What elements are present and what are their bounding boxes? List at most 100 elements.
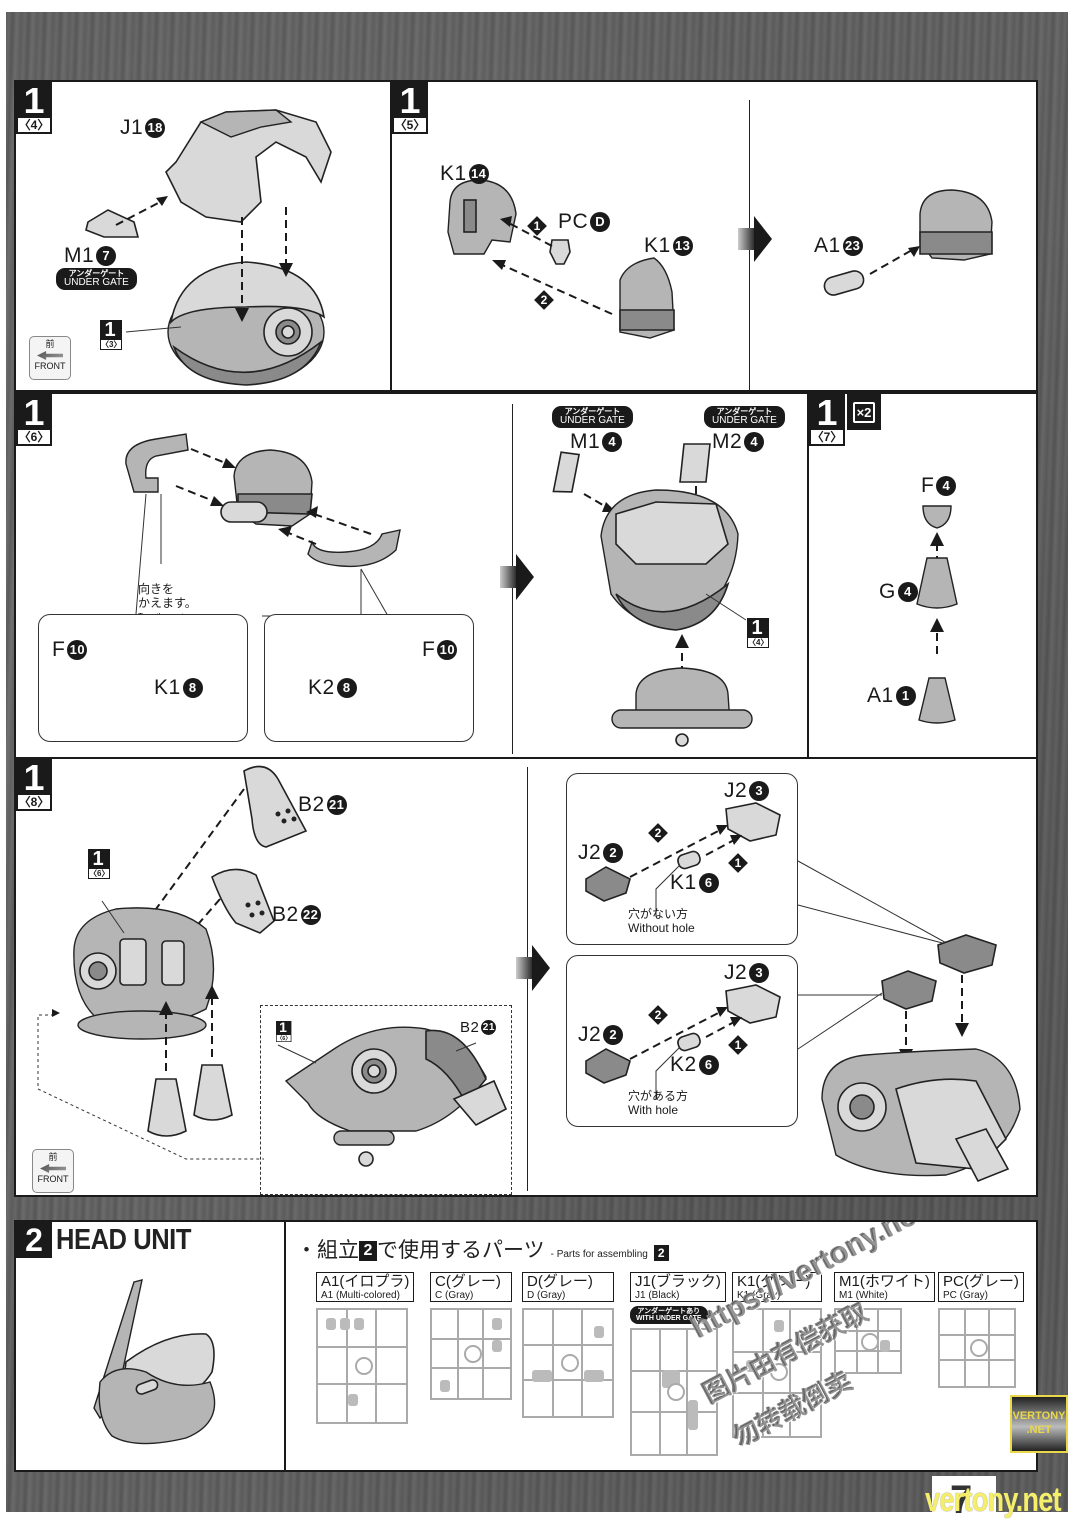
front-direction-icon: 前 FRONT [32, 1149, 74, 1193]
section-title: 2 HEAD UNIT [16, 1222, 209, 1258]
step-badge: 1 〈5〉 [392, 82, 428, 134]
callout-k1-8 [38, 614, 248, 742]
step-badge: 1 〈4〉 [16, 82, 52, 134]
step-badge: 1 〈8〉 [16, 759, 52, 811]
part-b2-21-shape [243, 765, 308, 848]
next-step-arrow [516, 945, 552, 991]
part-m1-7-shape [85, 209, 140, 238]
part-a1-1-shape [918, 677, 956, 724]
note-without-hole: 穴がない方 Without hole [628, 907, 695, 935]
order-marker-2: 2 [534, 290, 554, 310]
thruster-right-shape [193, 1064, 233, 1121]
step-divider [527, 767, 528, 1191]
assembly-illustration [447, 179, 993, 339]
hose-right-shape [307, 529, 401, 568]
runner-a1-sprue [316, 1308, 408, 1424]
runner-c: C(グレー)C (Gray) [430, 1272, 512, 1400]
page-number: 7 [950, 1478, 973, 1522]
quantity-multiplier: ×2 [847, 394, 881, 430]
runner-c-sprue [430, 1308, 512, 1400]
inset-detail-box [260, 1005, 512, 1195]
result-block-left-shape [881, 970, 937, 1010]
part-b2-22-shape [211, 868, 275, 934]
part-j2-3-shape [725, 802, 781, 842]
next-step-arrow [500, 554, 536, 600]
step-badge: 1 〈6〉 [16, 394, 52, 446]
inset-reference-badge-1-6: 1 〈6〉 [276, 1020, 292, 1042]
part-g-4-shape [916, 557, 958, 609]
order-marker-1: 1 [728, 853, 748, 873]
vertony-logo: VERTONY .NET [1010, 1395, 1068, 1453]
step-panel-1-6: 1 〈6〉 向きを かえます。 T [14, 392, 809, 759]
runner-a1: A1(イロプラ)A1 (Multi-colored) [316, 1272, 415, 1424]
runner-pc-sprue [938, 1308, 1016, 1388]
assembly-illustration [916, 505, 958, 724]
runner-j1-sprue [630, 1328, 718, 1456]
note-with-hole: 穴がある方 With hole [628, 1089, 689, 1117]
thruster-left-shape [147, 1078, 187, 1137]
order-marker-2: 2 [648, 823, 668, 843]
runner-pc: PC(グレー)PC (Gray) [938, 1272, 1024, 1388]
next-step-arrow [738, 216, 774, 262]
reference-badge-1-3: 1 〈3〉 [100, 319, 123, 350]
hose-left-shape [125, 433, 189, 493]
callout-k2-8 [264, 614, 474, 742]
head-unit-panel: 2 HEAD UNIT [14, 1220, 286, 1472]
part-k2-6-shape [677, 1032, 701, 1052]
order-marker-2: 2 [648, 1005, 668, 1025]
assembly-illustration [37, 765, 508, 1167]
part-k1-6-shape [677, 850, 701, 870]
runner-m1: M1(ホワイト)M1 (White) [834, 1272, 935, 1374]
page-number-box [932, 1476, 996, 1525]
part-k1-14-shape [447, 179, 517, 255]
part-m1-4-shape [552, 451, 581, 493]
assembly-illustration [85, 109, 332, 386]
site-watermark: vertony.net [925, 1481, 1062, 1519]
runner-k1: K1(グレー)K1 (Gray) [732, 1272, 822, 1438]
runner-d: D(グレー)D (Gray) [522, 1272, 614, 1418]
reference-badge-1-4: 1 〈4〉 [747, 617, 770, 648]
part-j2-3-shape [725, 984, 781, 1024]
part-f-4-shape [922, 505, 952, 529]
reference-badge-1-6: 1 〈6〉 [88, 848, 111, 879]
front-direction-icon: 前 FRONT [29, 336, 71, 380]
result-block-right-shape [937, 934, 997, 974]
result-illustration [552, 443, 753, 747]
part-j2-2-shape [585, 866, 631, 902]
part-m2-4-shape [679, 443, 711, 483]
callout-illustrations [585, 802, 1021, 1183]
part-j2-2-shape [585, 1048, 631, 1084]
head-unit-illustration [93, 1279, 216, 1445]
part-a1-23-shape [823, 270, 865, 296]
